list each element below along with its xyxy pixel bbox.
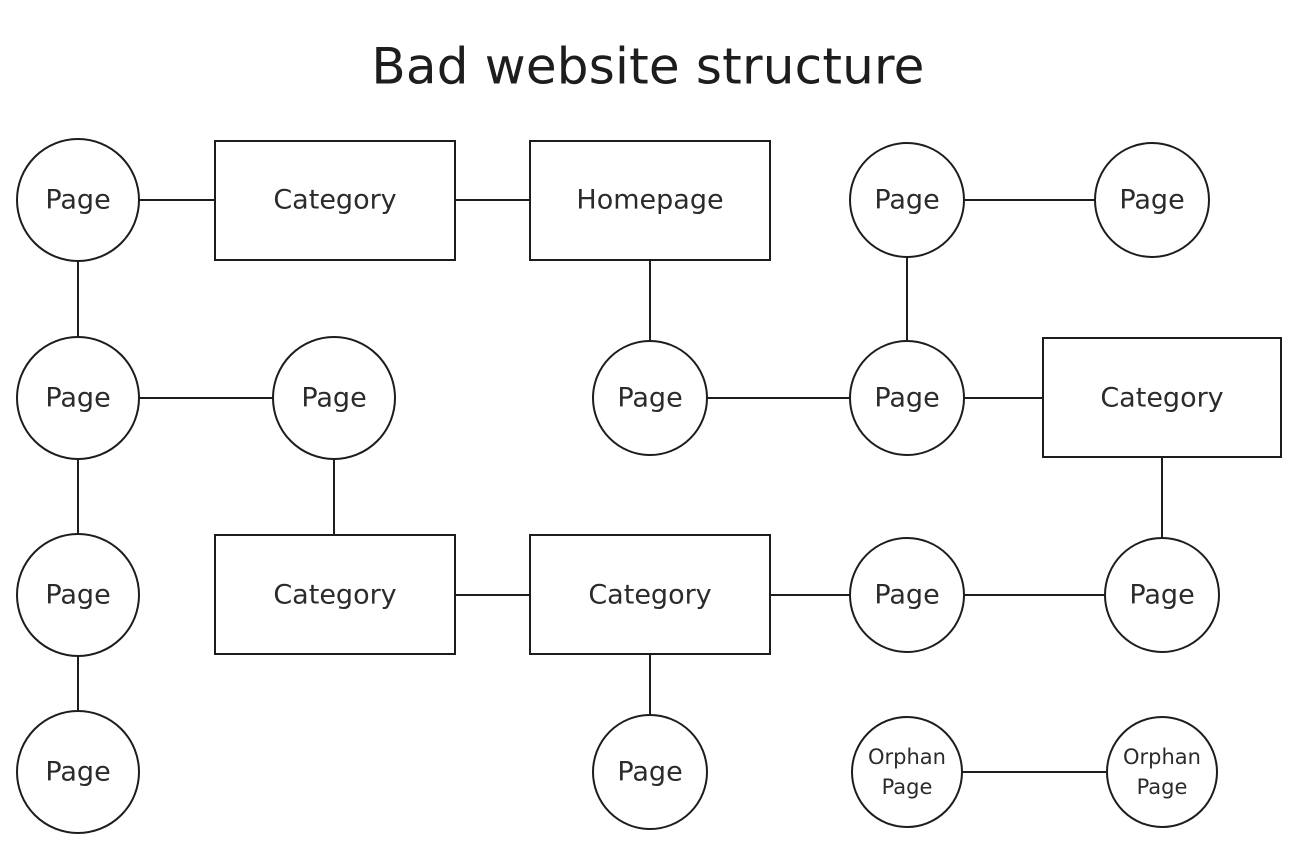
category-rect-shape[interactable] xyxy=(530,535,770,654)
node-category-m3[interactable]: Category xyxy=(215,535,455,654)
page-circle-shape[interactable] xyxy=(273,337,395,459)
node-orphan-page-b[interactable]: Orphan Page xyxy=(1107,717,1217,827)
node-label: Page xyxy=(45,580,110,611)
orphan-page-circle-shape[interactable] xyxy=(852,717,962,827)
category-rect-shape[interactable] xyxy=(1043,338,1281,457)
node-label-line1: Orphan xyxy=(868,745,946,769)
node-label: Category xyxy=(1100,383,1223,414)
page-circle-shape[interactable] xyxy=(17,139,139,261)
edge-layer xyxy=(77,199,1163,773)
node-layer: Page Category Homepage Page Page Page xyxy=(17,139,1281,833)
node-page-c4[interactable]: Page xyxy=(593,715,707,829)
category-rect-shape[interactable] xyxy=(215,141,455,260)
node-label: Page xyxy=(874,185,939,216)
node-page-l1[interactable]: Page xyxy=(17,139,139,261)
node-page-l3[interactable]: Page xyxy=(17,534,139,656)
node-page-m2[interactable]: Page xyxy=(273,337,395,459)
page-circle-shape[interactable] xyxy=(17,711,139,833)
node-label: Category xyxy=(273,580,396,611)
node-label-line2: Page xyxy=(1137,775,1188,799)
node-label: Page xyxy=(45,757,110,788)
node-page-r3b[interactable]: Page xyxy=(1105,538,1219,652)
node-orphan-page-a[interactable]: Orphan Page xyxy=(852,717,962,827)
node-label-line2: Page xyxy=(882,775,933,799)
node-label: Page xyxy=(45,383,110,414)
category-rect-shape[interactable] xyxy=(215,535,455,654)
node-homepage[interactable]: Homepage xyxy=(530,141,770,260)
node-category-r2[interactable]: Category xyxy=(1043,338,1281,457)
page-circle-shape[interactable] xyxy=(593,341,707,455)
page-circle-shape[interactable] xyxy=(850,538,964,652)
node-label-line1: Orphan xyxy=(1123,745,1201,769)
node-page-l2[interactable]: Page xyxy=(17,337,139,459)
node-label: Page xyxy=(617,757,682,788)
page-title: Bad website structure xyxy=(371,38,924,96)
node-label: Homepage xyxy=(576,185,723,216)
node-label: Category xyxy=(273,185,396,216)
node-page-l4[interactable]: Page xyxy=(17,711,139,833)
page-circle-shape[interactable] xyxy=(17,534,139,656)
homepage-rect-shape[interactable] xyxy=(530,141,770,260)
node-label: Page xyxy=(874,580,939,611)
node-category-top[interactable]: Category xyxy=(215,141,455,260)
node-label: Page xyxy=(45,185,110,216)
node-page-r1b[interactable]: Page xyxy=(1095,143,1209,257)
page-circle-shape[interactable] xyxy=(17,337,139,459)
node-label: Page xyxy=(1119,185,1184,216)
node-page-r2[interactable]: Page xyxy=(850,341,964,455)
node-label: Page xyxy=(874,383,939,414)
page-circle-shape[interactable] xyxy=(850,341,964,455)
node-label: Page xyxy=(301,383,366,414)
page-circle-shape[interactable] xyxy=(1095,143,1209,257)
node-label: Category xyxy=(588,580,711,611)
orphan-page-circle-shape[interactable] xyxy=(1107,717,1217,827)
node-category-c3[interactable]: Category xyxy=(530,535,770,654)
node-label: Page xyxy=(1129,580,1194,611)
node-page-c2[interactable]: Page xyxy=(593,341,707,455)
node-page-r3a[interactable]: Page xyxy=(850,538,964,652)
node-page-r1a[interactable]: Page xyxy=(850,143,964,257)
node-label: Page xyxy=(617,383,682,414)
page-circle-shape[interactable] xyxy=(1105,538,1219,652)
page-circle-shape[interactable] xyxy=(593,715,707,829)
page-circle-shape[interactable] xyxy=(850,143,964,257)
